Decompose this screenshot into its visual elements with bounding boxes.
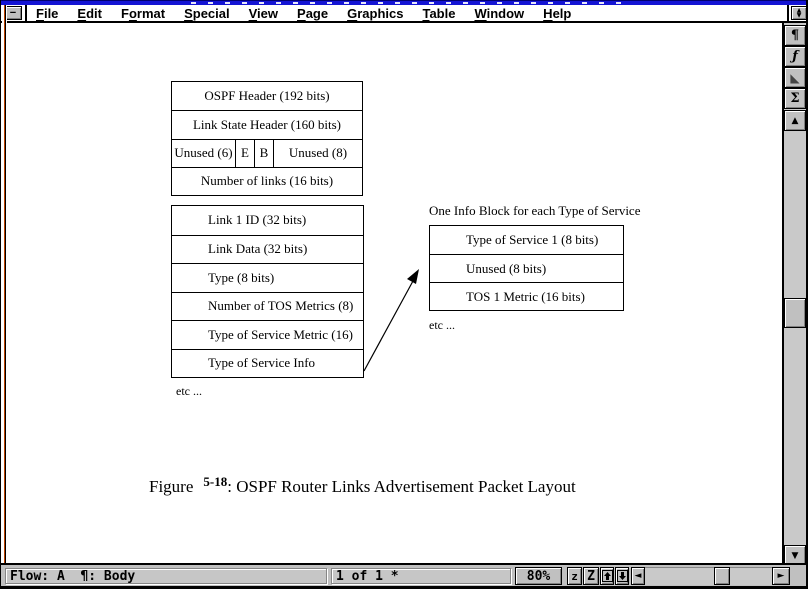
menu-graphics[interactable]: Graphics — [347, 5, 404, 21]
packet-row: TOS 1 Metric (16 bits) — [430, 282, 623, 310]
restore-up-icon: ▲ — [796, 7, 802, 14]
caption-number: 5-18 — [203, 474, 228, 489]
packet-row: Link Data (32 bits) — [172, 234, 363, 264]
scroll-left-button[interactable]: ◄ — [631, 567, 645, 585]
scroll-right-icon: ► — [777, 571, 785, 581]
pilcrow-icon: ¶ — [790, 28, 800, 43]
packet-row: Link State Header (160 bits) — [172, 110, 362, 138]
flow-status-field: Flow: A ¶: Body — [5, 568, 327, 584]
page-up-button[interactable] — [600, 567, 614, 585]
equations-button[interactable]: Σ — [784, 88, 806, 109]
scroll-left-icon: ◄ — [634, 571, 642, 581]
scroll-up-icon: ▲ — [791, 115, 799, 126]
etc-note-right: etc ... — [429, 318, 455, 332]
ospf-header-box: OSPF Header (192 bits) Link State Header… — [171, 81, 363, 196]
zoom-level-button[interactable]: 80% — [515, 567, 562, 585]
menu-view[interactable]: View — [248, 5, 279, 21]
tos-info-box: Type of Service 1 (8 bits) Unused (8 bit… — [429, 225, 624, 311]
menu-page[interactable]: Page — [297, 5, 329, 21]
menu-edit[interactable]: Edit — [77, 5, 102, 21]
menu-window[interactable]: Window — [474, 5, 525, 21]
page-down-icon — [616, 570, 628, 582]
title-bar-clipped-text — [191, 2, 621, 4]
menu-bar: − File Edit Format Special View Page Gra… — [1, 5, 806, 23]
packet-row: Type (8 bits) — [172, 263, 363, 292]
minus-icon: − — [9, 7, 17, 19]
scroll-down-icon: ▼ — [791, 550, 799, 561]
flag-cell: E — [235, 139, 254, 167]
window-bottom-border — [1, 586, 806, 589]
packet-row: Unused (8 bits) — [430, 254, 623, 282]
packet-row: Number of TOS Metrics (8) — [172, 291, 363, 321]
packet-row: OSPF Header (192 bits) — [204, 88, 330, 104]
drawing-tools-button[interactable]: ◣ — [784, 67, 806, 88]
flag-cell: Unused (6) — [174, 145, 233, 161]
packet-row: Number of links (16 bits) — [172, 166, 362, 195]
caption-rest: : OSPF Router Links Advertisement Packet… — [227, 477, 576, 496]
menu-file[interactable]: File — [36, 5, 59, 21]
restore-window-button[interactable]: ▲ ▼ — [791, 6, 806, 20]
window-left-border — [2, 0, 7, 589]
flags-row: Unused (6) E B Unused (8) — [172, 138, 362, 167]
page-down-button[interactable] — [615, 567, 629, 585]
restore-button-cell: ▲ ▼ — [787, 5, 806, 21]
figure-caption: Figure 5-18: OSPF Router Links Advertisem… — [149, 474, 576, 497]
function-f-icon: ƒ — [792, 49, 798, 64]
menu-help[interactable]: Help — [543, 5, 572, 21]
vertical-scrollbar-thumb[interactable] — [784, 298, 806, 328]
paragraph-tools-button[interactable]: ¶ — [784, 25, 806, 46]
restore-down-icon: ▼ — [796, 12, 802, 19]
right-tool-column: ¶ ƒ ◣ Σ ▲ ▼ — [782, 23, 806, 586]
page-up-icon — [601, 570, 613, 582]
page-status-field: 1 of 1 * — [331, 568, 511, 584]
menu-format[interactable]: Format — [120, 5, 166, 21]
arrow-connector — [363, 269, 419, 372]
horizontal-scrollbar-thumb[interactable] — [714, 567, 730, 585]
flag-cell: B — [254, 139, 273, 167]
menu-table[interactable]: Table — [422, 5, 456, 21]
zoom-out-button[interactable]: z — [567, 567, 582, 585]
scroll-up-button[interactable]: ▲ — [784, 110, 806, 131]
horizontal-scrollbar-track[interactable] — [645, 567, 772, 585]
character-tools-button[interactable]: ƒ — [784, 46, 806, 67]
flag-cell: Unused (8) — [273, 139, 362, 167]
scroll-right-button[interactable]: ► — [772, 567, 790, 585]
triangle-icon: ◣ — [790, 70, 800, 85]
caption-word: Figure — [149, 477, 194, 496]
link-record-box: Link 1 ID (32 bits) Link Data (32 bits) … — [171, 205, 364, 378]
etc-note-left: etc ... — [176, 384, 202, 398]
title-bar — [1, 0, 806, 5]
document-canvas: OSPF Header (192 bits) Link State Header… — [7, 23, 783, 563]
status-bar: Flow: A ¶: Body 1 of 1 * 80% z Z ◄ ► — [1, 563, 806, 586]
zoom-in-button[interactable]: Z — [583, 567, 599, 585]
packet-row: Type of Service Info — [172, 348, 363, 378]
packet-row: Link 1 ID (32 bits) — [208, 212, 307, 228]
menu-special[interactable]: Special — [184, 5, 230, 21]
menu-items: File Edit Format Special View Page Graph… — [27, 6, 787, 21]
sigma-icon: Σ — [790, 91, 800, 106]
packet-row: Type of Service 1 (8 bits) — [466, 232, 599, 247]
packet-row: Type of Service Metric (16) — [172, 320, 363, 349]
tos-block-label: One Info Block for each Type of Service — [429, 203, 641, 218]
